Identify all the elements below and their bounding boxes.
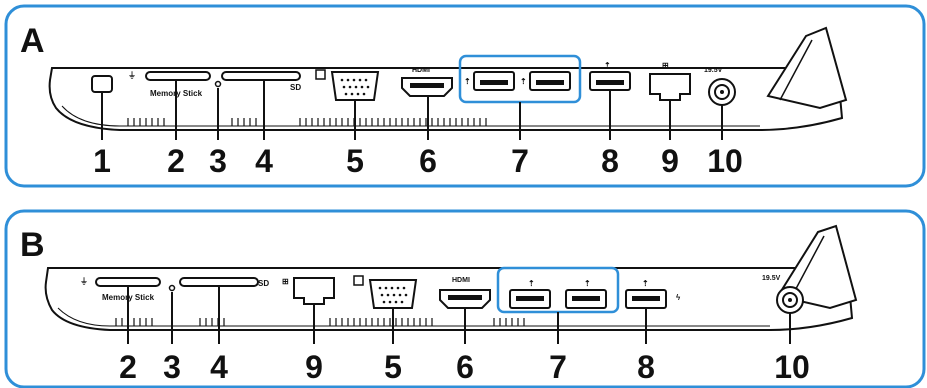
- panel-b-sd-slot: SD: [179, 277, 269, 288]
- panel-b-hdmi-label: HDMI: [452, 277, 470, 284]
- panel-b-callout-6: 6: [456, 349, 474, 385]
- panel-a-sd-label: SD: [290, 83, 301, 92]
- panel-b-frame: [4, 209, 926, 388]
- panel-a-memory-stick-icon: ⏚: [128, 71, 136, 80]
- panel-a-lan-icon: ⊞: [662, 61, 669, 70]
- panel-a-security-slot: [91, 75, 113, 93]
- panel-a-callout-5: 5: [346, 143, 364, 179]
- panel-b-letter: B: [20, 226, 45, 264]
- panel-b-lan-port: ⊞: [282, 277, 335, 305]
- panel-a-screen-lid: [766, 26, 848, 110]
- panel-a-vga-port: [330, 71, 380, 101]
- panel-a-vents: [127, 118, 487, 126]
- panel-b: B Memory Stick ⏚ SD: [4, 209, 926, 388]
- panel-a-frame: [4, 4, 926, 188]
- panel-b-callout-8: 8: [637, 349, 655, 385]
- panel-a-callout-2: 2: [167, 143, 185, 179]
- panel-a-callout-9: 9: [661, 143, 679, 179]
- panel-a-callout-10: 10: [707, 143, 743, 179]
- panel-b-callout-3: 3: [163, 349, 181, 385]
- panel-b-screen-lid: [776, 224, 858, 310]
- panel-b-callout-4: 4: [210, 349, 228, 385]
- panel-a-usb-port-3: ⇡: [589, 61, 631, 91]
- panel-b-usb-icon-1: ⇡: [528, 279, 535, 288]
- panel-b-usb-icon-2: ⇡: [584, 279, 591, 288]
- panel-b-dc-in-label: 19.5V: [762, 275, 781, 282]
- panel-b-leader-lines: [127, 286, 791, 344]
- panel-b-callout-2: 2: [119, 349, 137, 385]
- panel-b-sd-label: SD: [258, 279, 269, 288]
- panel-a-sd-slot: SD: [221, 71, 301, 92]
- panel-b-charge-icon: ϟ: [676, 293, 681, 302]
- panel-b-callout-9: 9: [305, 349, 323, 385]
- panel-b-callout-7: 7: [549, 349, 567, 385]
- panel-a-dc-in-port: 19.5V: [704, 67, 736, 106]
- panel-b-lan-icon: ⊞: [282, 277, 289, 286]
- panel-a-callout-8: 8: [601, 143, 619, 179]
- panel-a-leader-lines: [101, 80, 723, 140]
- panel-a-callout-4: 4: [255, 143, 273, 179]
- panel-b-vga-port: [368, 279, 418, 309]
- panel-a-letter: A: [20, 22, 45, 60]
- panel-a-callout-1: 1: [93, 143, 111, 179]
- panel-a-usb-icon-2: ⇡: [520, 77, 527, 86]
- panel-a-usb-icon-3: ⇡: [604, 61, 611, 70]
- panel-a-callout-3: 3: [209, 143, 227, 179]
- panel-b-indicator-light: [168, 284, 176, 292]
- panel-a-hdmi-label: HDMI: [412, 67, 430, 74]
- panel-a-callout-6: 6: [419, 143, 437, 179]
- panel-b-callout-10: 10: [774, 349, 810, 385]
- panel-a-indicator-light: [214, 80, 222, 88]
- panel-b-memory-stick-icon: ⏚: [80, 277, 88, 286]
- panel-b-usb-icon-3: ⇡: [642, 279, 649, 288]
- panel-b-hdmi-port: HDMI: [439, 277, 491, 309]
- panel-a-callout-7: 7: [511, 143, 529, 179]
- panel-b-usb-group: ⇡ ⇡: [496, 266, 620, 314]
- panel-b-callout-5: 5: [384, 349, 402, 385]
- panel-a: A Memory Stick: [4, 4, 926, 188]
- panel-a-lan-port: ⊞: [649, 61, 691, 101]
- panel-a-hdmi-port: HDMI: [401, 67, 453, 97]
- panel-a-usb-icon-1: ⇡: [464, 77, 471, 86]
- panel-b-vents: [115, 318, 525, 326]
- panel-a-dc-in-label: 19.5V: [704, 67, 723, 74]
